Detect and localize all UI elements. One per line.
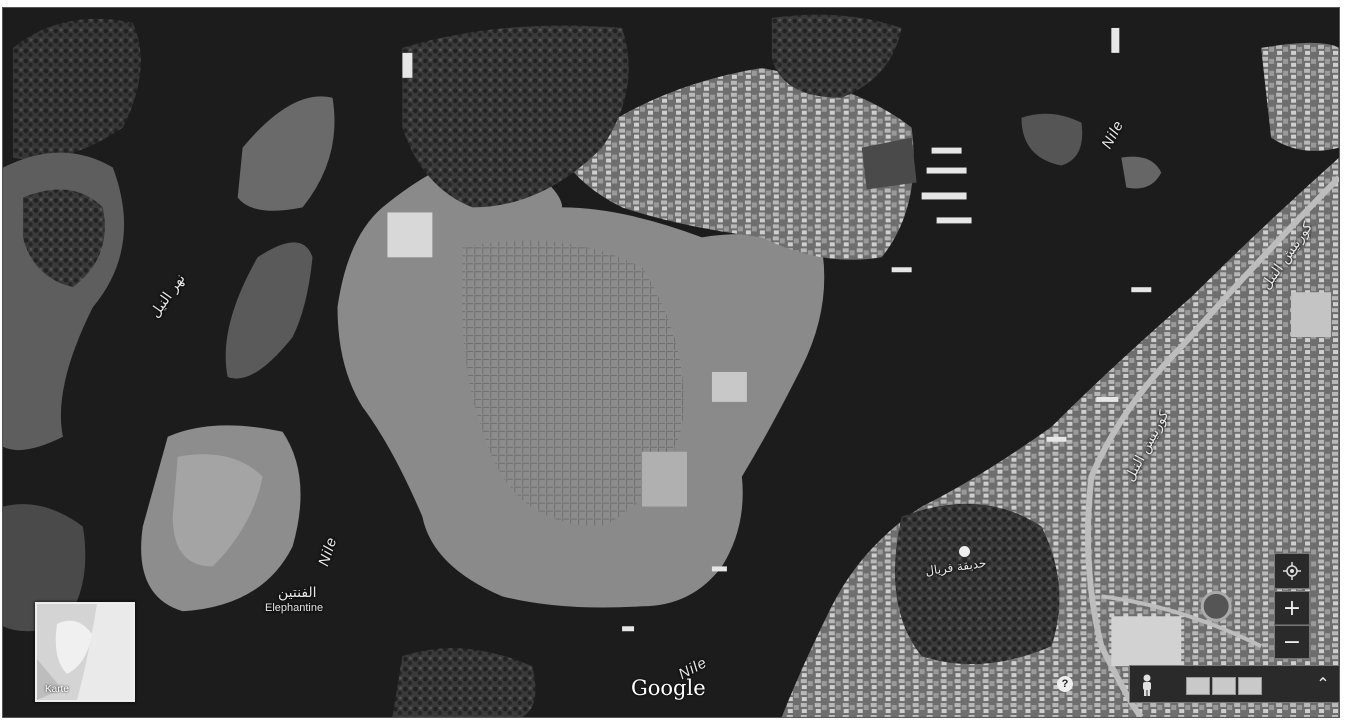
imagery-thumbnail-3[interactable] xyxy=(1238,677,1262,695)
zoom-out-button[interactable]: − xyxy=(1274,625,1310,659)
imagery-thumbnail-1[interactable] xyxy=(1186,677,1210,695)
google-logo: Google xyxy=(631,676,706,700)
pegman-icon[interactable] xyxy=(1140,674,1154,696)
minimap-toggle[interactable]: Karte xyxy=(35,602,135,702)
locate-button[interactable] xyxy=(1274,553,1310,589)
label-island-arabic: الفنتين xyxy=(278,585,317,601)
poi-icon[interactable] xyxy=(958,545,971,558)
minimap-thumbnail xyxy=(37,604,133,700)
help-icon[interactable]: ? xyxy=(1057,676,1073,692)
label-island-latin: Elephantine xyxy=(265,602,324,614)
satellite-terrain xyxy=(3,8,1339,717)
satellite-map[interactable]: Nile Nile Nile نهر النيل كورنيش النيل كو… xyxy=(2,7,1340,718)
imagery-thumbnail-2[interactable] xyxy=(1212,677,1236,695)
chevron-up-icon[interactable]: ⌃ xyxy=(1316,676,1330,693)
zoom-in-button[interactable]: + xyxy=(1274,591,1310,625)
minimap-label: Karte xyxy=(45,684,69,695)
bottom-control-bar: ⌃ xyxy=(1129,665,1339,703)
locate-icon xyxy=(1283,562,1301,580)
